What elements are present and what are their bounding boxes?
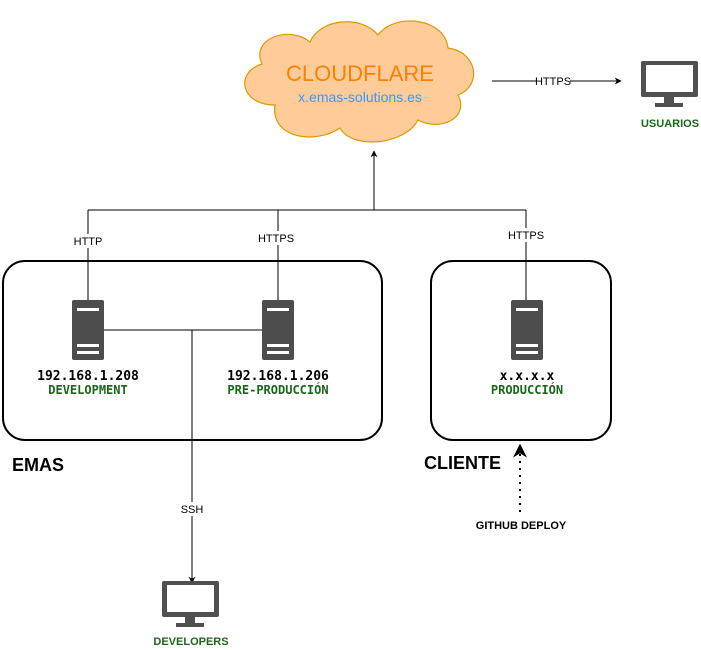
- server-prod-role: PRODUCCIÓN: [491, 382, 563, 397]
- emas-group-label: EMAS: [12, 455, 64, 475]
- edge-label-http: HTTP: [74, 236, 103, 248]
- cliente-group-label: CLIENTE: [424, 453, 501, 473]
- users-label: USUARIOS: [641, 118, 699, 130]
- server-pre-role: PRE-PRODUCCIÓN: [227, 382, 328, 397]
- developers-label: DEVELOPERS: [153, 636, 228, 648]
- server-pre-icon: [262, 300, 294, 360]
- github-deploy-label: GITHUB DEPLOY: [476, 520, 567, 532]
- edge-label-https-pre: HTTPS: [258, 233, 294, 245]
- cloud-domain: x.emas-solutions.es: [298, 89, 422, 105]
- server-dev-icon: [72, 300, 104, 360]
- cliente-container: [430, 260, 612, 441]
- users-monitor-icon: [641, 61, 698, 107]
- edge-label-ssh: SSH: [181, 504, 204, 516]
- server-prod-icon: [511, 300, 543, 360]
- cloud-title: CLOUDFLARE: [286, 61, 434, 86]
- server-prod-ip: x.x.x.x: [500, 369, 555, 384]
- edge-label-bg: [259, 231, 297, 245]
- cloud-shape: [244, 20, 475, 143]
- cloudflare-cloud: CLOUDFLARE x.emas-solutions.es: [244, 20, 475, 143]
- edge-label-bg: [72, 234, 104, 248]
- edge-label-bg: [178, 502, 206, 516]
- edge-label-https-prod: HTTPS: [508, 230, 544, 242]
- developers-monitor-icon: [162, 581, 219, 627]
- edge-label-bg: [508, 228, 546, 242]
- edge-label-https-users: HTTPS: [535, 76, 571, 88]
- server-dev-role: DEVELOPMENT: [48, 383, 127, 397]
- edge-label-bg: [536, 74, 570, 88]
- server-dev-ip: 192.168.1.208: [37, 369, 139, 384]
- server-pre-ip: 192.168.1.206: [227, 369, 329, 384]
